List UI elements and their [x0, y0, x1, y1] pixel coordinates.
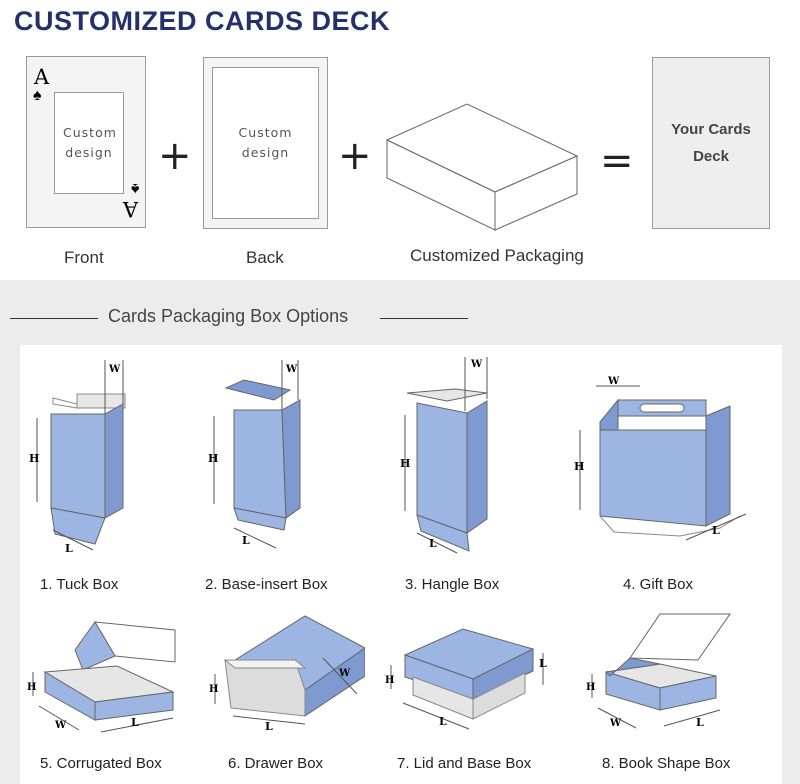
svg-text:L: L — [439, 715, 447, 728]
spade-icon: ♠ — [33, 87, 42, 104]
book-shape-box-icon: H W L — [580, 610, 750, 740]
svg-text:L: L — [429, 537, 437, 550]
lid-base-box-icon: H L L — [383, 615, 563, 745]
equals-sign: = — [600, 138, 634, 184]
packaging-label: Customized Packaging — [410, 246, 584, 265]
plus-sign: + — [158, 133, 192, 179]
svg-text:H: H — [385, 675, 394, 686]
back-design-area: Custom design — [212, 67, 319, 219]
option-caption: 6. Drawer Box — [228, 755, 324, 772]
base-insert-box-icon: W H L — [200, 358, 320, 558]
divider — [380, 318, 468, 319]
svg-text:W: W — [54, 720, 67, 731]
svg-text:W: W — [607, 376, 620, 387]
front-label: Front — [64, 248, 104, 267]
svg-text:L: L — [131, 716, 139, 729]
svg-text:H: H — [208, 452, 218, 465]
corner-rank-bottom: A — [122, 197, 138, 221]
svg-text:L: L — [539, 657, 547, 670]
svg-text:W: W — [285, 364, 298, 375]
drawer-box-icon: H L W — [205, 612, 365, 742]
spade-icon: ♠ — [130, 180, 140, 197]
page-title: CUSTOMIZED CARDS DECK — [14, 6, 391, 36]
svg-text:L: L — [696, 716, 704, 729]
packaging-box-icon — [385, 102, 580, 237]
svg-text:L: L — [712, 524, 720, 537]
option-caption: 3. Hangle Box — [405, 576, 500, 593]
plus-sign: + — [338, 133, 372, 179]
option-caption: 2. Base-insert Box — [205, 576, 328, 593]
corrugated-box-icon: H W L — [25, 610, 185, 740]
svg-text:H: H — [209, 684, 218, 695]
svg-text:L: L — [65, 542, 73, 555]
tuck-box-icon: W H L — [25, 358, 145, 558]
svg-text:H: H — [400, 457, 410, 470]
svg-text:H: H — [27, 682, 36, 693]
svg-text:W: W — [108, 364, 121, 375]
gift-box-icon: W H L — [570, 376, 760, 556]
svg-text:L: L — [242, 534, 250, 547]
option-caption: 4. Gift Box — [623, 576, 694, 593]
option-caption: 8. Book Shape Box — [602, 755, 731, 772]
svg-text:L: L — [265, 720, 273, 733]
svg-text:W: W — [338, 668, 351, 679]
hangle-box-icon: W H L — [395, 355, 515, 560]
option-caption: 7. Lid and Base Box — [397, 755, 532, 772]
svg-text:H: H — [574, 460, 584, 473]
divider — [10, 318, 98, 319]
option-caption: 1. Tuck Box — [40, 576, 119, 593]
svg-text:W: W — [609, 718, 622, 729]
back-label: Back — [246, 248, 284, 267]
back-design-text: Custom design — [238, 125, 293, 160]
front-card: A ♠ Custom design ♠ A — [26, 56, 146, 228]
corner-rank-top: A — [34, 65, 50, 89]
front-design-text: Custom design — [63, 125, 117, 160]
front-design-area: Custom design — [54, 92, 124, 194]
options-heading: Cards Packaging Box Options — [108, 306, 349, 326]
result-card: Your Cards Deck — [652, 57, 770, 229]
back-card: Custom design — [203, 57, 328, 229]
option-caption: 5. Corrugated Box — [40, 755, 162, 772]
svg-text:H: H — [586, 682, 595, 693]
result-text: Your Cards Deck — [671, 121, 751, 165]
svg-text:H: H — [29, 452, 39, 465]
svg-text:W: W — [470, 359, 483, 370]
